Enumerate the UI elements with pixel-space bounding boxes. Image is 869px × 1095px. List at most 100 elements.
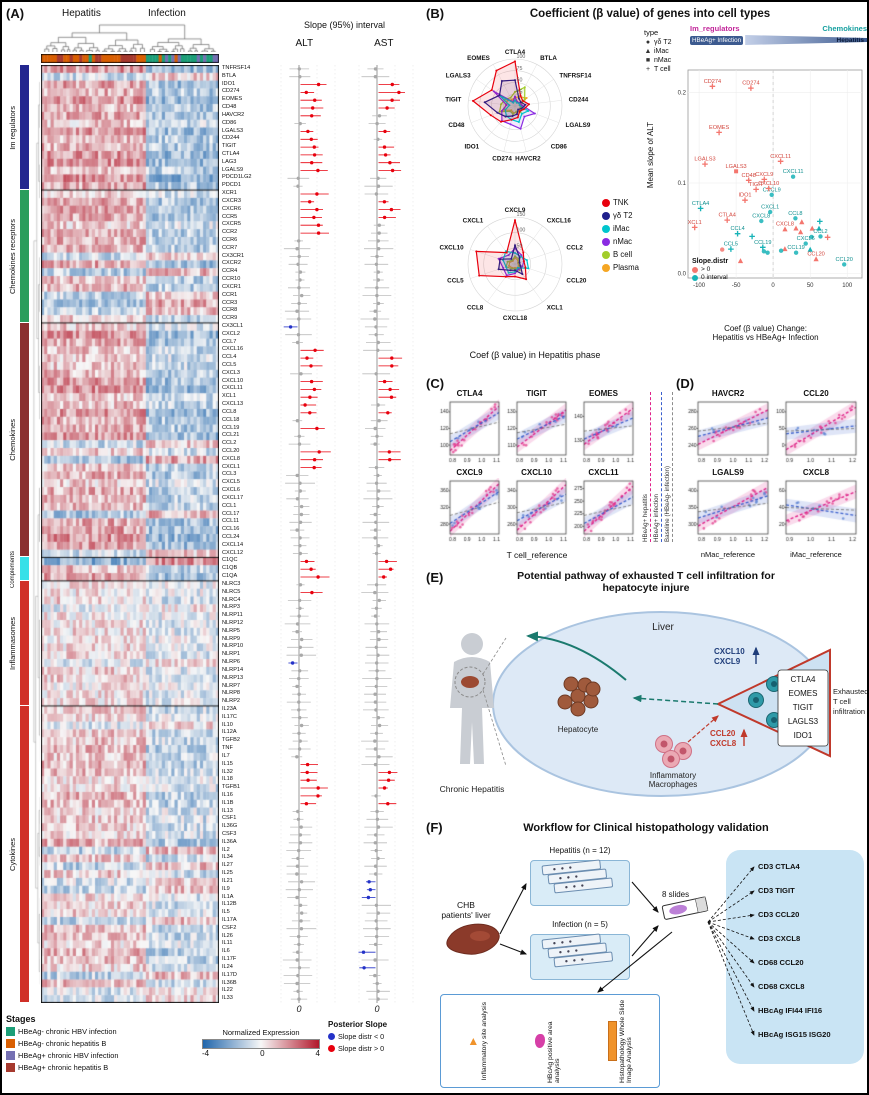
panel-a-label: (A) [6, 6, 25, 21]
stage-legend-item: HBeAg- chronic hepatitis B [6, 1039, 198, 1048]
gene-label: CXCL16 [222, 346, 244, 353]
analysis-label: HBcAg positive area analysis [546, 1021, 561, 1083]
forest-title: Slope (95%) interval [303, 20, 386, 30]
type-legend-item: ●γδ T2 [644, 39, 688, 46]
gene-label: NLRC4 [222, 596, 241, 603]
slides-count-label: 8 slides [662, 890, 690, 899]
liver-label: Liver [652, 622, 674, 633]
gene-label: LGALS3 [222, 127, 244, 134]
cell-type-dot [602, 263, 610, 272]
type-legend-title: type [644, 28, 659, 37]
mini-plot: HAVCR2 [684, 388, 772, 467]
gene-label: CD48 [222, 104, 237, 111]
gene-label: CXCL12 [222, 549, 244, 556]
gene-label: IL12A [222, 729, 237, 736]
regression-legend-label: HBeAg+ infection [653, 392, 662, 542]
gene-label: NLRP11 [222, 612, 243, 619]
mini-plot-title: TIGIT [526, 389, 547, 398]
gene-label: CCL3 [222, 471, 237, 478]
gene-label: CCL19 [222, 424, 240, 431]
exhausted-label-line2: T cell [833, 697, 851, 706]
gene-label: TNF [222, 745, 233, 752]
gene-label: IL17F [222, 956, 237, 963]
exhausted-label-line1: Exhausted [833, 687, 867, 696]
mini-plot-canvas [684, 399, 770, 467]
chronic-hepatitis-label: Chronic Hepatitis [440, 784, 505, 794]
gene-label: IL27 [222, 862, 233, 869]
mini-plot-title: CTLA4 [456, 389, 483, 398]
forest-header: Slope (95%) interval ALT AST [265, 20, 424, 49]
svg-text:CXCL16: CXCL16 [547, 217, 572, 224]
gene-label: IL32 [222, 768, 233, 775]
gene-label: NLRP1 [222, 651, 241, 658]
gene-label: C1QA [222, 573, 238, 580]
svg-text:XCL1: XCL1 [547, 305, 564, 312]
gene-label: CCR10 [222, 276, 241, 283]
type-legend-item: ▲iMac [644, 48, 688, 55]
slide-icon [661, 896, 709, 920]
category-color-band [20, 65, 29, 1003]
gene-label: IL33 [222, 995, 233, 1002]
gene-label: CCR1 [222, 291, 238, 298]
gene-label: CCL7 [222, 338, 237, 345]
mini-plot-canvas [436, 478, 501, 546]
mini-plot-canvas [436, 399, 501, 467]
gene-label: CXCL8 [222, 455, 241, 462]
type-shape-icon: ■ [645, 57, 651, 64]
forest-col-alt: ALT [295, 38, 314, 49]
exit-liver-arrow-icon [526, 631, 627, 681]
gene-label: CSF1 [222, 815, 237, 822]
gene-label: CCL2 [222, 440, 237, 447]
im-regulators-annotation: Im_regulators [690, 24, 740, 33]
gene-label: IL1A [222, 893, 234, 900]
cxcl9-up-label: CXCL9 [714, 657, 741, 666]
gene-label: CXCR6 [222, 205, 241, 212]
stage-swatch [6, 1051, 15, 1060]
svg-text:0.1: 0.1 [678, 181, 687, 187]
scatter-xlabel-line1: Coef (β value) Change: [724, 324, 807, 333]
gene-label: CXCL13 [222, 401, 244, 408]
svg-text:CD244: CD244 [569, 97, 589, 104]
slide-to-analysis-arrow-icon [597, 931, 673, 993]
cell-type-label: γδ T2 [613, 211, 633, 220]
analysis-item: HBcAg positive area analysis [534, 998, 561, 1084]
gene-label: CD244 [222, 135, 240, 142]
marker-item: CD68 CCL20 [758, 958, 804, 967]
gene-label: IL25 [222, 870, 233, 877]
analysis-item: Histopathology Whole Slide Image Analysi… [607, 998, 633, 1084]
gene-label: NLRP5 [222, 627, 241, 634]
svg-text:100: 100 [517, 54, 526, 60]
sample-annotation-strip [41, 54, 219, 63]
category-band-0 [20, 65, 29, 190]
gene-label: NLRP3 [222, 604, 241, 611]
slope-dot [692, 274, 698, 281]
svg-text:75: 75 [517, 66, 523, 72]
gene-label: TGFB2 [222, 737, 241, 744]
inflammatory-label-line2: Macrophages [649, 780, 697, 789]
stage-legend-item: HBeAg+ chronic hepatitis B [6, 1063, 198, 1072]
cluster-label-hepatitis: Hepatitis [62, 8, 101, 19]
svg-text:CTLA4: CTLA4 [718, 213, 735, 219]
mini-plot: CXCL9 [436, 467, 503, 546]
svg-text:0.2: 0.2 [678, 91, 687, 97]
type-label: nMac [654, 57, 672, 64]
svg-text:CTLA4: CTLA4 [692, 201, 709, 207]
gene-label: IL10 [222, 721, 233, 728]
colorbar-min: -4 [202, 1049, 210, 1058]
analysis-label: Histopathology Whole Slide Image Analysi… [618, 999, 633, 1083]
colorbar-mid: 0 [260, 1049, 265, 1058]
gene-label: NLRP9 [222, 635, 241, 642]
chemokines-annotation: Chemokines [822, 24, 867, 33]
panel-e-title-line1: Potential pathway of exhausted T cell in… [517, 570, 775, 582]
panel-e-title-line2: hepatocyte injure [602, 582, 690, 594]
cell-type-label: B cell [613, 250, 633, 259]
gene-label: CXCL6 [222, 487, 241, 494]
gene-label: CCR7 [222, 244, 238, 251]
